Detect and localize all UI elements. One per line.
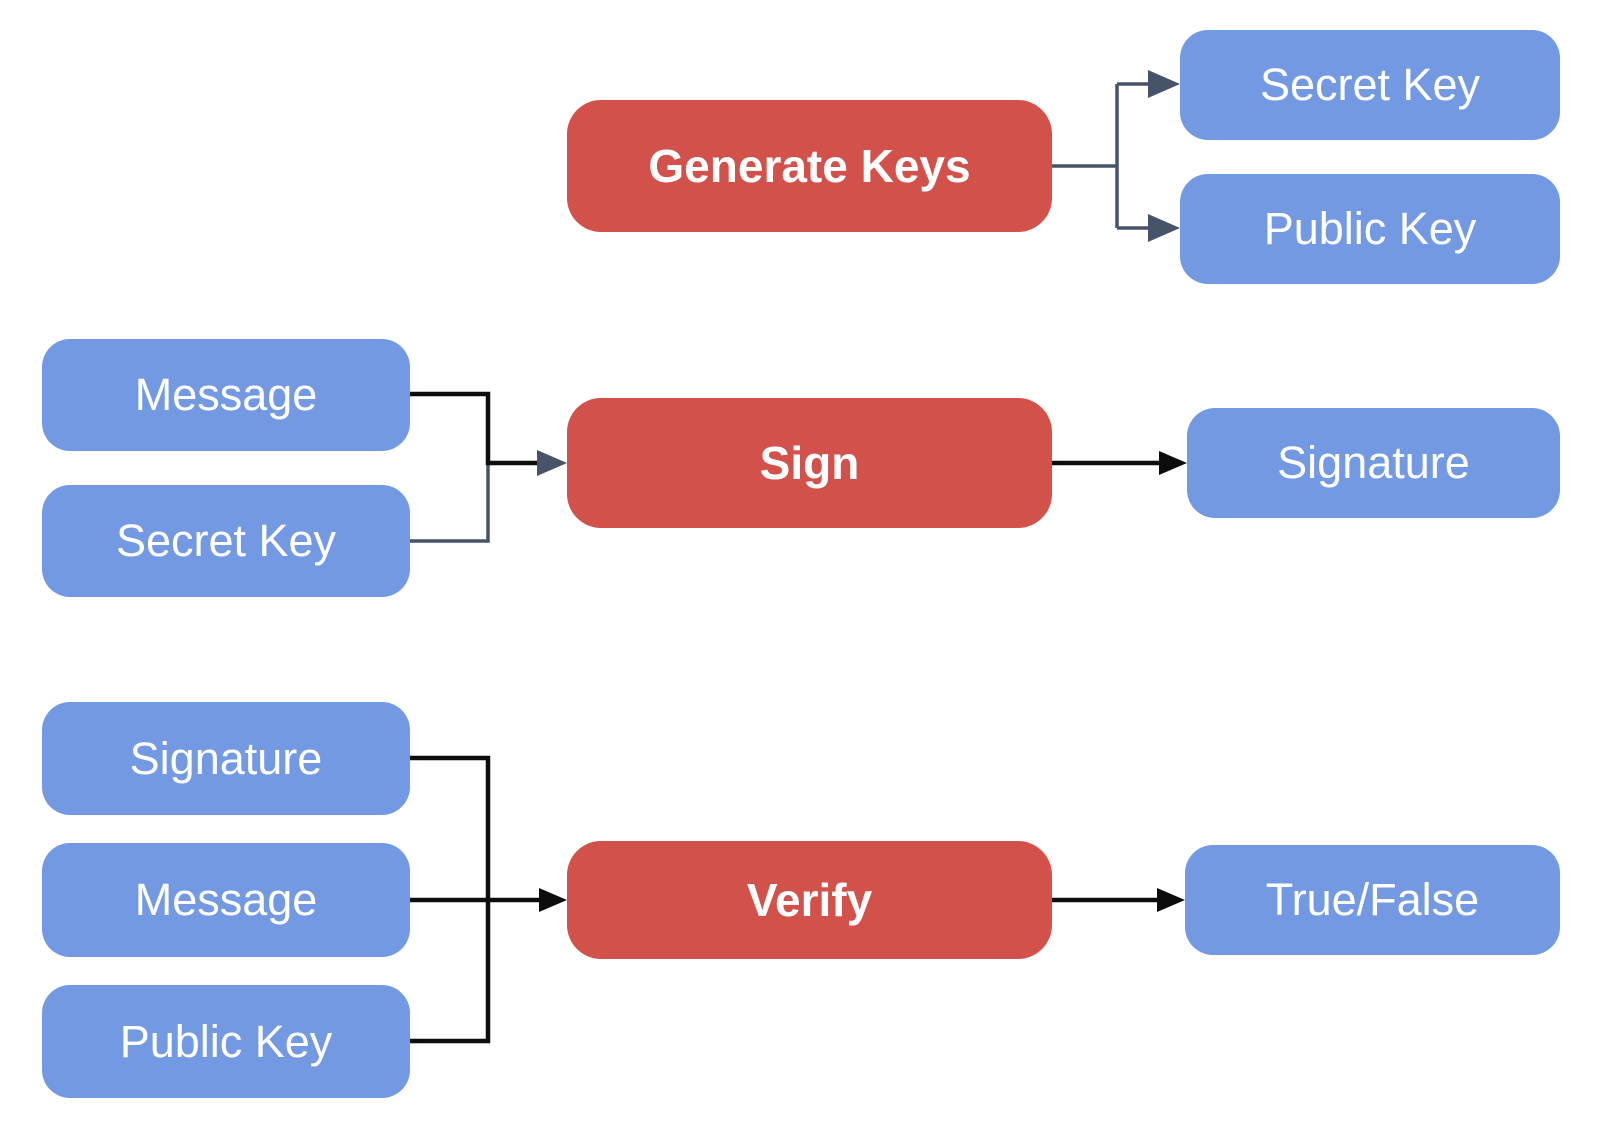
node-public-key-output: Public Key <box>1180 174 1560 284</box>
arrowhead-to-secret-key-icon <box>1148 70 1180 98</box>
connector-message-line <box>410 391 539 466</box>
arrowhead-to-public-key-icon <box>1148 214 1180 242</box>
node-secret-key-output: Secret Key <box>1180 30 1560 140</box>
connector-verify-input-lines <box>410 755 541 1044</box>
node-secret-key-input-sign: Secret Key <box>42 485 410 597</box>
node-signature-input-verify: Signature <box>42 702 410 815</box>
connector-sign-to-signature <box>1052 451 1187 475</box>
node-sign: Sign <box>567 398 1052 528</box>
node-message-input-sign: Message <box>42 339 410 451</box>
arrowhead-to-signature-icon <box>1159 451 1187 475</box>
arrowhead-to-sign-icon <box>537 450 567 476</box>
connector-generate-lines <box>1052 82 1150 230</box>
connector-message-to-sign <box>410 391 567 476</box>
connector-secretkey-to-sign <box>410 463 490 543</box>
connector-inputs-to-verify <box>410 755 567 1044</box>
node-public-key-input-verify: Public Key <box>42 985 410 1098</box>
node-verify: Verify <box>567 841 1052 959</box>
node-true-false-output: True/False <box>1185 845 1560 955</box>
connector-generate-to-keys <box>1052 70 1180 242</box>
node-message-input-verify: Message <box>42 843 410 957</box>
node-generate-keys: Generate Keys <box>567 100 1052 232</box>
connector-secretkey-line <box>410 463 490 543</box>
arrowhead-to-truefalse-icon <box>1157 888 1185 912</box>
node-signature-output: Signature <box>1187 408 1560 518</box>
connector-verify-to-truefalse <box>1052 888 1185 912</box>
arrowhead-to-verify-icon <box>539 888 567 912</box>
